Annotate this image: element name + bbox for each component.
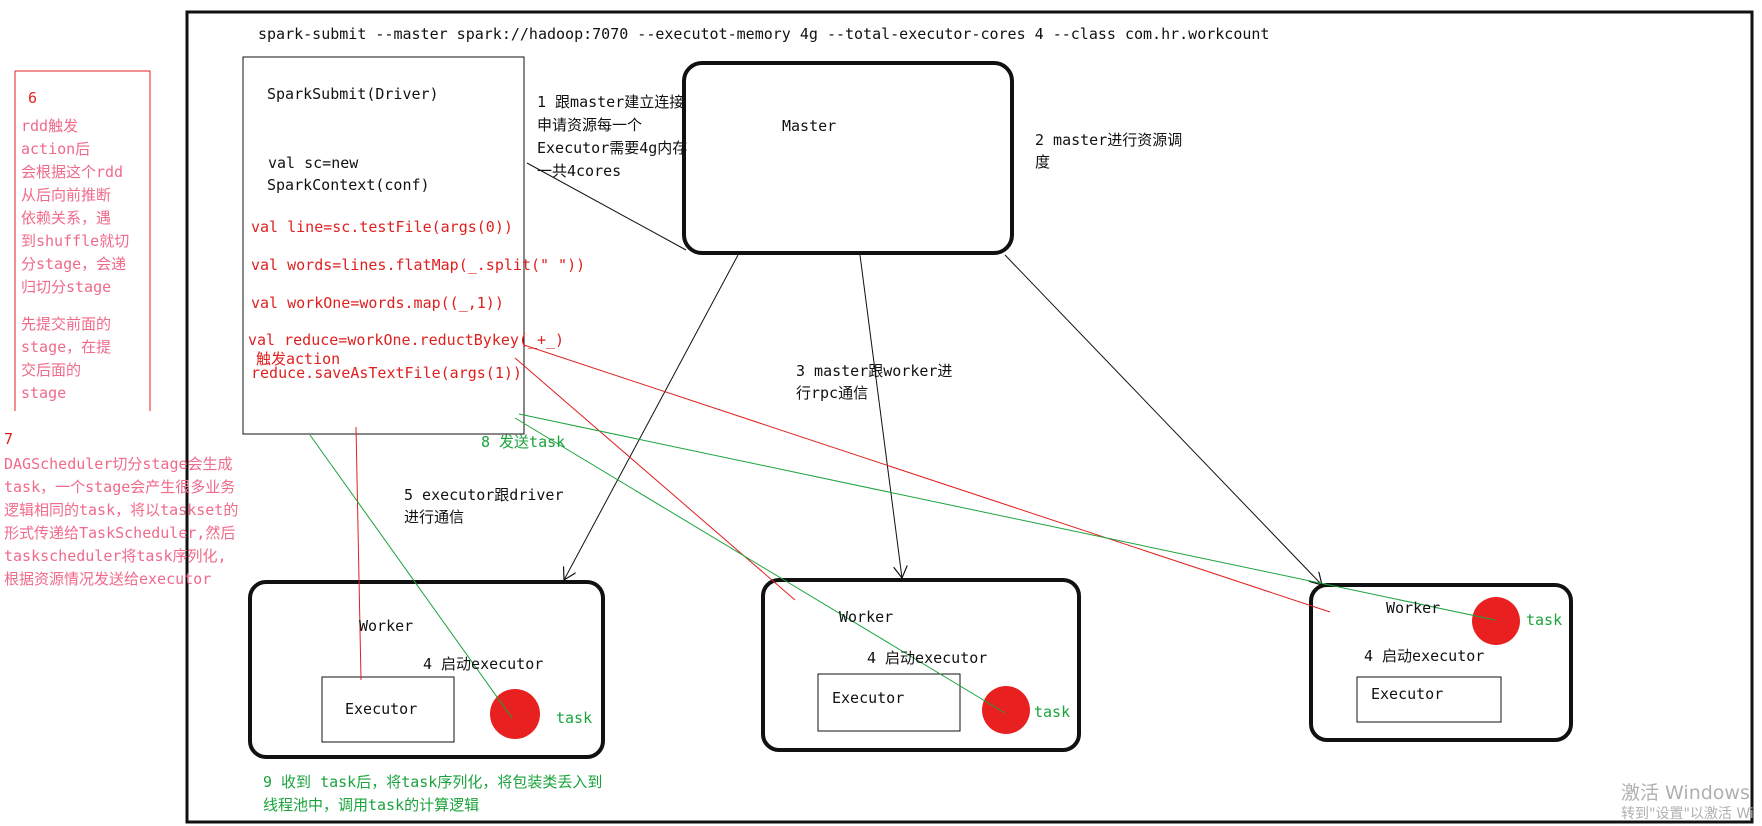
note7-line: taskscheduler将task序列化, (4, 547, 227, 565)
driver-code-line: val workOne=words.map((_,1)) (251, 294, 504, 312)
note6-line: rdd触发 (21, 117, 79, 135)
watermark-line2: 转到"设置"以激活 Wi (1621, 806, 1754, 822)
note7-line: 形式传递给TaskScheduler,然后 (4, 524, 236, 542)
worker-box-2 (761, 578, 1081, 752)
start-executor-label: 4 启动executor (867, 649, 988, 667)
worker-box-1 (248, 580, 605, 759)
note6-frame (14, 70, 151, 411)
note6-line: 归切分stage (21, 278, 112, 296)
driver-code-line: reduce.saveAsTextFile(args(1)) (251, 364, 522, 382)
executor-box-1 (321, 676, 455, 743)
driver-master-line (526, 162, 687, 251)
executor-label: Executor (1371, 685, 1444, 703)
executor-box-3 (1356, 676, 1502, 723)
note6-line: 依赖关系，遇 (21, 209, 112, 227)
task-circle-3 (1472, 597, 1520, 645)
executor-box-2 (817, 673, 961, 732)
driver-code-line: val reduce=workOne.reductBykey(_+_) (248, 331, 565, 349)
driver-sc-line2: SparkContext(conf) (267, 176, 430, 194)
driver-sc-line1: val sc=new (268, 154, 359, 172)
master-worker1-arrow (564, 254, 739, 580)
step3-line: 3 master跟worker进 (796, 362, 953, 380)
outer-frame (185, 10, 1754, 824)
driver-box (242, 56, 525, 435)
master-label: Master (782, 117, 837, 135)
step3-line: 行rpc通信 (796, 384, 869, 402)
step5-line: 进行通信 (404, 508, 465, 526)
step1-line: 申请资源每一个 (537, 116, 643, 134)
step1-line: Executor需要4g内存 (537, 139, 688, 157)
note6-line: 会根据这个rdd (21, 163, 124, 181)
note7-line: 根据资源情况发送给executor (4, 570, 212, 588)
executor-label: Executor (832, 689, 905, 707)
step1-line: 1 跟master建立连接 (537, 93, 685, 111)
note7-line: task，一个stage会产生很多业务 (4, 478, 236, 496)
note7-line: 逻辑相同的task，将以taskset的 (4, 501, 239, 519)
step2-line: 度 (1035, 153, 1051, 171)
watermark-line1: 激活 Windows (1621, 782, 1750, 804)
executor-label: Executor (345, 700, 418, 718)
note6-line: 从后向前推断 (21, 186, 112, 204)
green-line-3 (518, 413, 1496, 621)
master-worker2-arrow (859, 254, 902, 578)
worker-label: Worker (359, 617, 414, 635)
red-line-3 (523, 344, 1331, 613)
step8-label: 8 发送task (481, 433, 566, 451)
task-label: task (556, 709, 593, 727)
worker-label: Worker (1386, 599, 1441, 617)
note6-line: 分stage，会递 (21, 255, 127, 273)
master-box (682, 61, 1014, 255)
task-circle-2 (982, 686, 1030, 734)
worker-box-3 (1309, 583, 1573, 742)
spark-submit-command: spark-submit --master spark://hadoop:707… (258, 25, 1270, 43)
red-line-1 (355, 426, 362, 681)
driver-title: SparkSubmit(Driver) (267, 85, 439, 103)
green-line-2 (514, 417, 1006, 714)
driver-code-line: val line=sc.testFile(args(0)) (251, 218, 513, 236)
note7-number: 7 (4, 430, 14, 448)
red-line-2 (514, 357, 796, 601)
task-circle-1 (490, 689, 540, 739)
note6-line: stage，在提 (21, 338, 112, 356)
driver-code-line: 触发action (256, 350, 341, 368)
step5-line: 5 executor跟driver (404, 486, 564, 504)
note6-line: 到shuffle就切 (21, 232, 130, 250)
start-executor-label: 4 启动executor (423, 655, 544, 673)
note6-line: 交后面的 (21, 361, 82, 379)
worker-label: Worker (839, 608, 894, 626)
note7-line: DAGScheduler切分stage会生成 (4, 455, 233, 473)
step9-line: 线程池中，调用task的计算逻辑 (263, 796, 480, 814)
start-executor-label: 4 启动executor (1364, 647, 1485, 665)
task-label: task (1526, 611, 1563, 629)
green-line-1 (309, 434, 513, 719)
task-label: task (1034, 703, 1071, 721)
note6-line: action后 (21, 140, 91, 158)
step2-line: 2 master进行资源调 (1035, 131, 1183, 149)
master-worker3-arrow (1004, 254, 1322, 585)
driver-code-line: val words=lines.flatMap(_.split(" ")) (251, 256, 586, 274)
step1-line: 一共4cores (537, 162, 622, 180)
note6-line: 先提交前面的 (21, 315, 112, 333)
step9-line: 9 收到 task后，将task序列化，将包装类丢入到 (263, 773, 603, 791)
note6-number: 6 (28, 89, 38, 107)
note6-line: stage (21, 384, 67, 402)
